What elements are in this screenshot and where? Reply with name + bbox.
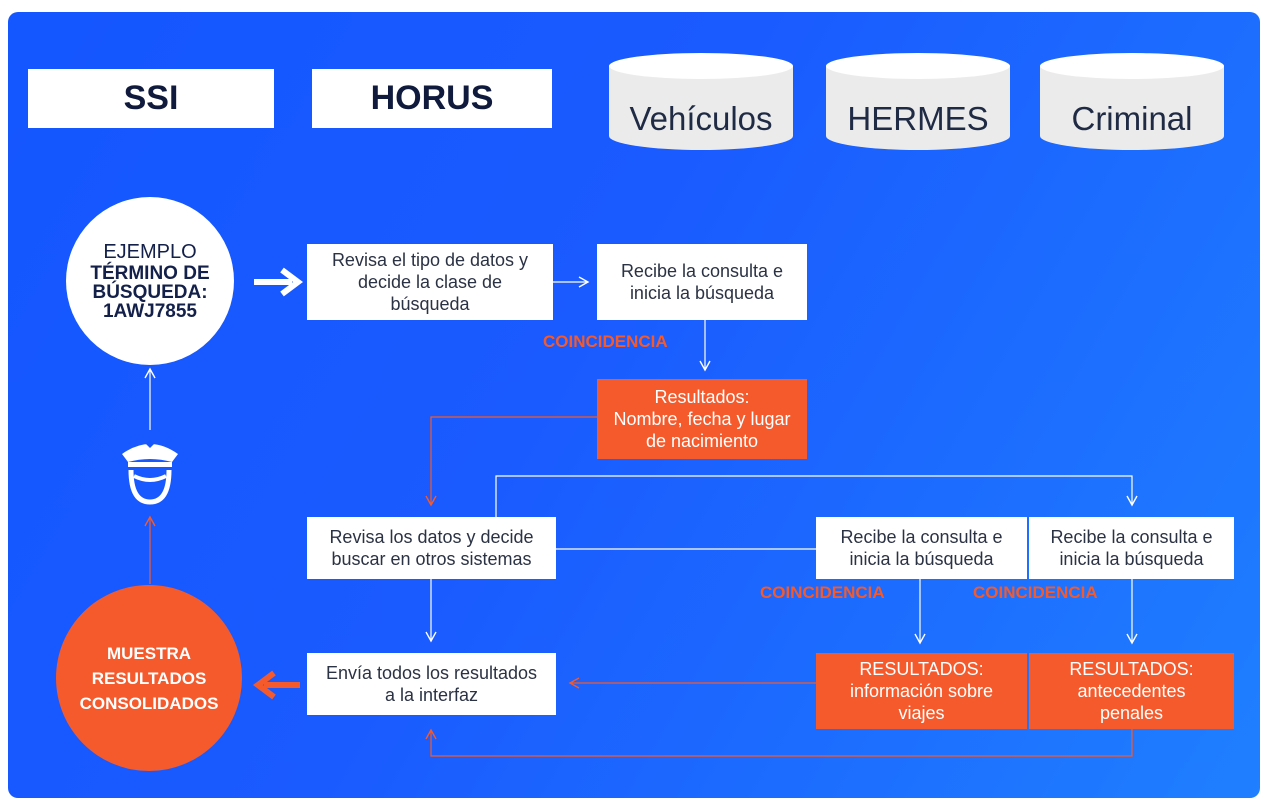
results-line2: antecedentes penales bbox=[1077, 681, 1186, 723]
results-line1: RESULTADOS: bbox=[1069, 659, 1194, 679]
thick-arrow-right bbox=[254, 267, 303, 297]
final-line2: RESULTADOS bbox=[91, 668, 207, 688]
results-line2: Nombre, fecha y lugar de nacimiento bbox=[613, 409, 791, 451]
database-label: Criminal bbox=[1071, 100, 1193, 137]
results-line1: RESULTADOS: bbox=[859, 659, 984, 679]
match-label-hermes: COINCIDENCIA bbox=[760, 583, 885, 602]
step-criminal-receive: Recibe la consulta e inicia la búsqueda bbox=[1029, 517, 1234, 579]
example-search-term-circle: EJEMPLO TÉRMINO DE BÚSQUEDA: 1AWJ7855 bbox=[66, 197, 234, 365]
step-vehiculos-results: Resultados: Nombre, fecha y lugar de nac… bbox=[597, 379, 807, 459]
cylinder-shape bbox=[1040, 53, 1224, 150]
connector-lines bbox=[144, 267, 1138, 757]
match-label-criminal: COINCIDENCIA bbox=[973, 583, 1098, 602]
final-line3: CONSOLIDADOS bbox=[79, 693, 219, 713]
database-label: Vehículos bbox=[629, 100, 773, 137]
diagram-canvas: SSI HORUS Vehículos HERMES Criminal EJEM… bbox=[8, 12, 1260, 798]
results-line1: Resultados: bbox=[654, 387, 750, 407]
cylinder-shape bbox=[826, 53, 1010, 150]
cylinder-shape bbox=[609, 53, 793, 150]
step-criminal-results: RESULTADOS: antecedentes penales bbox=[1029, 653, 1234, 729]
database-hermes: HERMES bbox=[825, 52, 1011, 152]
step-send-all: Envía todos los resultados a la interfaz bbox=[307, 653, 556, 715]
example-term-line1: TÉRMINO DE bbox=[90, 263, 210, 284]
header-ssi: SSI bbox=[28, 69, 274, 128]
step-hermes-results: RESULTADOS: información sobre viajes bbox=[816, 653, 1027, 729]
final-results-circle: MUESTRA RESULTADOS CONSOLIDADOS bbox=[56, 585, 242, 771]
example-term-value: 1AWJ7855 bbox=[102, 301, 197, 322]
match-label-vehiculos: COINCIDENCIA bbox=[543, 332, 668, 351]
arrow-criminal-to-send bbox=[425, 726, 1133, 757]
step-ssi-review2: Revisa los datos y decide buscar en otro… bbox=[307, 517, 556, 579]
database-vehiculos: Vehículos bbox=[608, 52, 794, 152]
police-officer-icon bbox=[118, 432, 182, 510]
example-label: EJEMPLO bbox=[103, 241, 197, 263]
thick-arrow-left bbox=[253, 670, 300, 700]
arrow-results-to-review2 bbox=[425, 416, 597, 507]
branch-to-criminal bbox=[495, 475, 1138, 517]
final-line1: MUESTRA bbox=[106, 643, 192, 663]
step-ssi-review: Revisa el tipo de datos y decide la clas… bbox=[307, 244, 553, 320]
results-line2: información sobre viajes bbox=[849, 681, 994, 723]
database-criminal: Criminal bbox=[1039, 52, 1225, 152]
header-horus: HORUS bbox=[312, 69, 552, 128]
database-label: HERMES bbox=[847, 100, 989, 137]
step-hermes-receive: Recibe la consulta e inicia la búsqueda bbox=[816, 517, 1027, 579]
example-term-line2: BÚSQUEDA: bbox=[92, 282, 208, 303]
step-vehiculos-receive: Recibe la consulta e inicia la búsqueda bbox=[597, 244, 807, 320]
